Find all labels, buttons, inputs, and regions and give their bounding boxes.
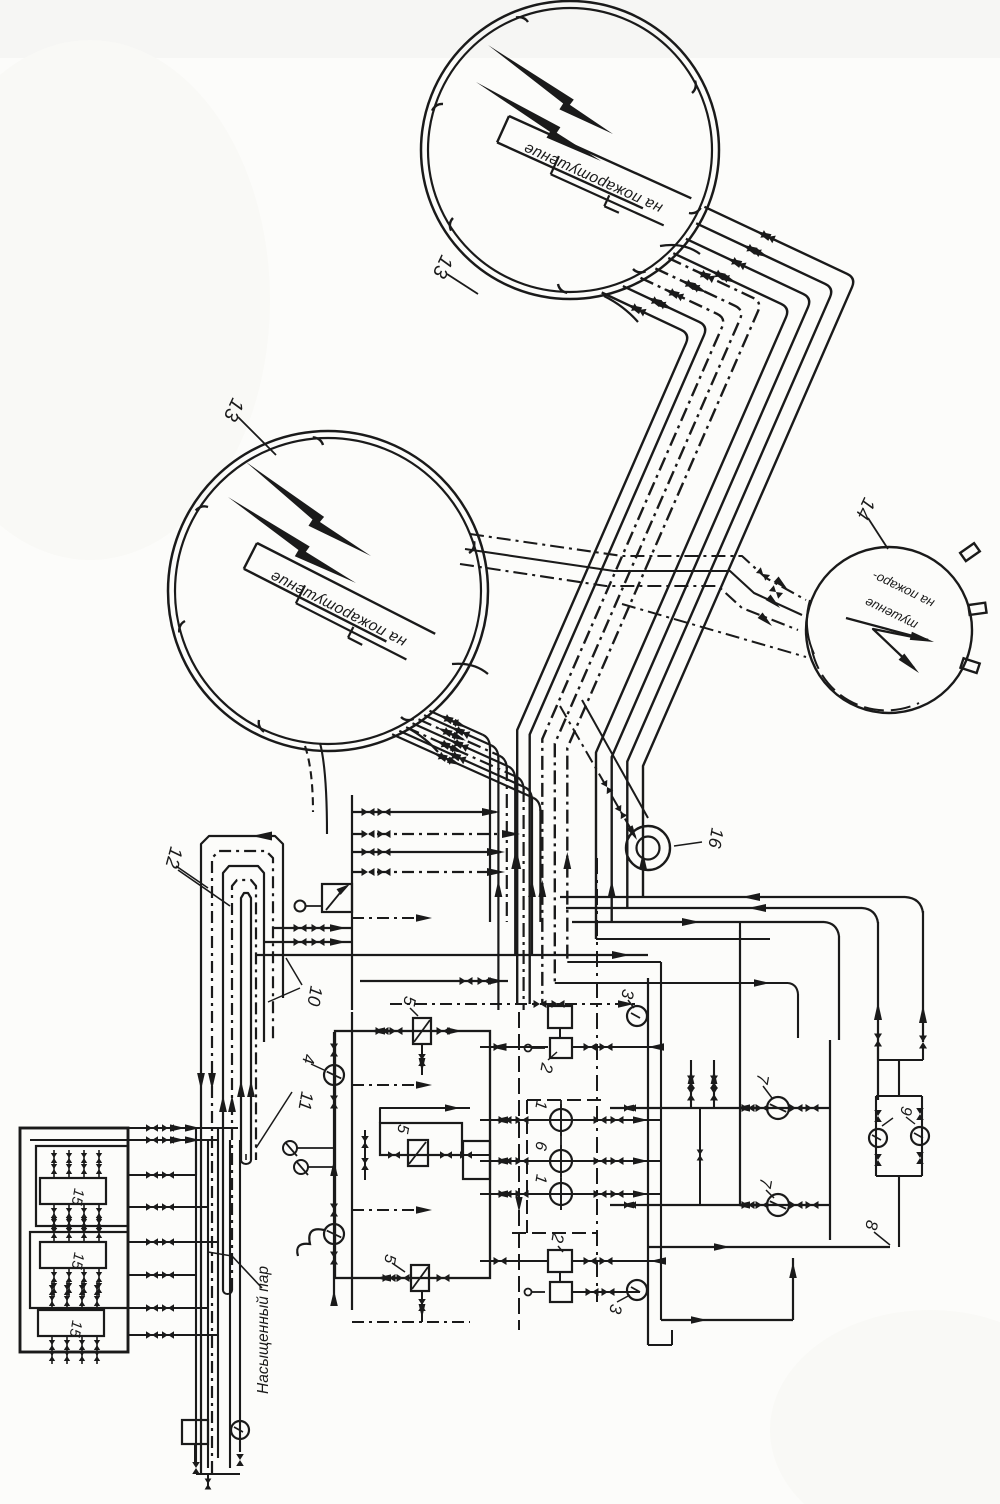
svg-text:16: 16 bbox=[704, 826, 727, 850]
svg-text:2: 2 bbox=[547, 1231, 568, 1245]
svg-text:5: 5 bbox=[399, 995, 419, 1008]
svg-text:1: 1 bbox=[531, 1173, 549, 1185]
svg-text:15: 15 bbox=[67, 1251, 87, 1271]
svg-text:2: 2 bbox=[536, 1061, 557, 1075]
svg-text:8: 8 bbox=[861, 1219, 881, 1232]
svg-text:5: 5 bbox=[393, 1123, 411, 1135]
svg-text:3: 3 bbox=[617, 988, 637, 1001]
svg-text:7: 7 bbox=[755, 1177, 775, 1190]
svg-text:Насыщенный пар: Насыщенный пар bbox=[255, 1266, 272, 1394]
svg-text:15: 15 bbox=[67, 1187, 87, 1207]
svg-text:11: 11 bbox=[294, 1090, 317, 1112]
svg-text:15: 15 bbox=[65, 1319, 85, 1339]
svg-text:6: 6 bbox=[531, 1140, 549, 1152]
svg-text:4: 4 bbox=[298, 1053, 318, 1066]
svg-text:5: 5 bbox=[380, 1253, 398, 1265]
svg-text:7: 7 bbox=[752, 1073, 772, 1086]
svg-text:1: 1 bbox=[531, 1099, 549, 1111]
svg-text:9: 9 bbox=[896, 1105, 914, 1117]
svg-text:10: 10 bbox=[303, 984, 326, 1007]
svg-text:3: 3 bbox=[605, 1303, 625, 1316]
